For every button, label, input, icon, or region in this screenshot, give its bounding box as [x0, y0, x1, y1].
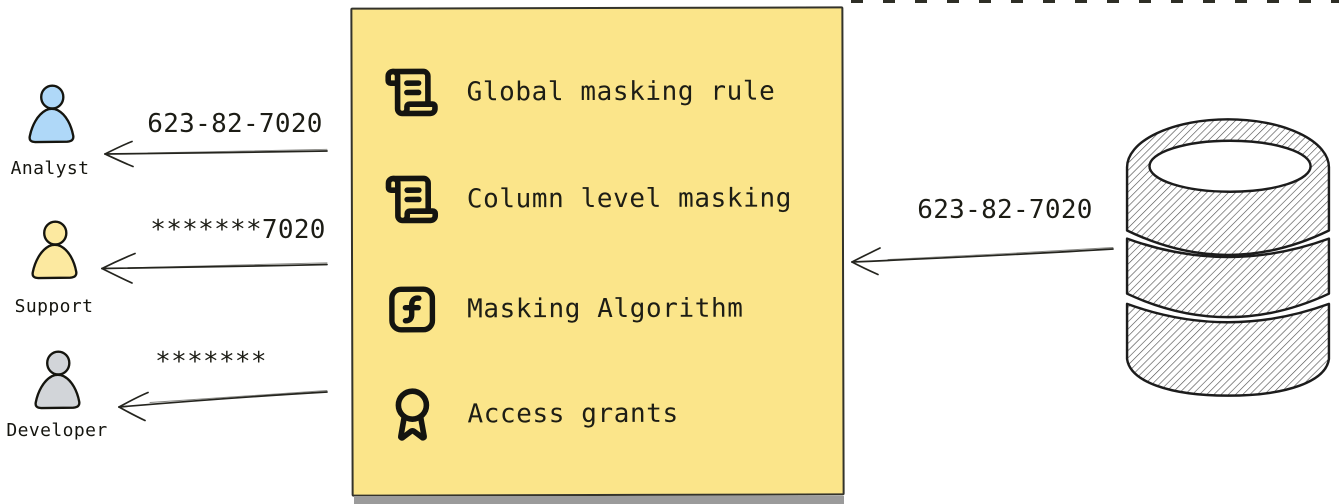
policy-item-access-grants: Access grants [383, 383, 679, 445]
policy-item-global-masking-rule: Global masking rule [383, 62, 776, 123]
policy-item-label: Global masking rule [466, 76, 776, 108]
developer-label: Developer [6, 420, 108, 441]
function-square-icon [383, 281, 441, 337]
policy-item-masking-algorithm: Masking Algorithm [383, 279, 744, 340]
arrow-box-to-support [101, 252, 328, 284]
masking-policy-box: Global masking rule Column level masking [350, 6, 845, 497]
support-label: Support [14, 296, 94, 317]
policy-box-shadow [354, 496, 844, 504]
policy-item-label: Column level masking [466, 183, 792, 215]
developer-flow-value: ******* [155, 347, 267, 377]
analyst-label: Analyst [10, 158, 90, 179]
scroll-text-icon [383, 170, 441, 228]
arrow-database-to-box [851, 247, 1114, 276]
analyst-flow-value: 623-82-7020 [147, 109, 323, 139]
database-flow-value: 623-82-7020 [917, 195, 1093, 225]
policy-item-label: Access grants [467, 398, 679, 430]
developer-person-icon [34, 350, 81, 410]
support-person-icon [31, 220, 78, 280]
support-flow-value: *******7020 [150, 215, 326, 245]
award-icon [383, 383, 441, 445]
arrow-box-to-developer [118, 390, 328, 422]
arrow-box-to-analyst [104, 140, 328, 168]
policy-item-column-level-masking: Column level masking [383, 168, 792, 229]
policy-item-label: Masking Algorithm [467, 293, 744, 325]
database-icon [1125, 118, 1331, 397]
scroll-text-icon [383, 63, 441, 121]
analyst-person-icon [28, 84, 75, 144]
